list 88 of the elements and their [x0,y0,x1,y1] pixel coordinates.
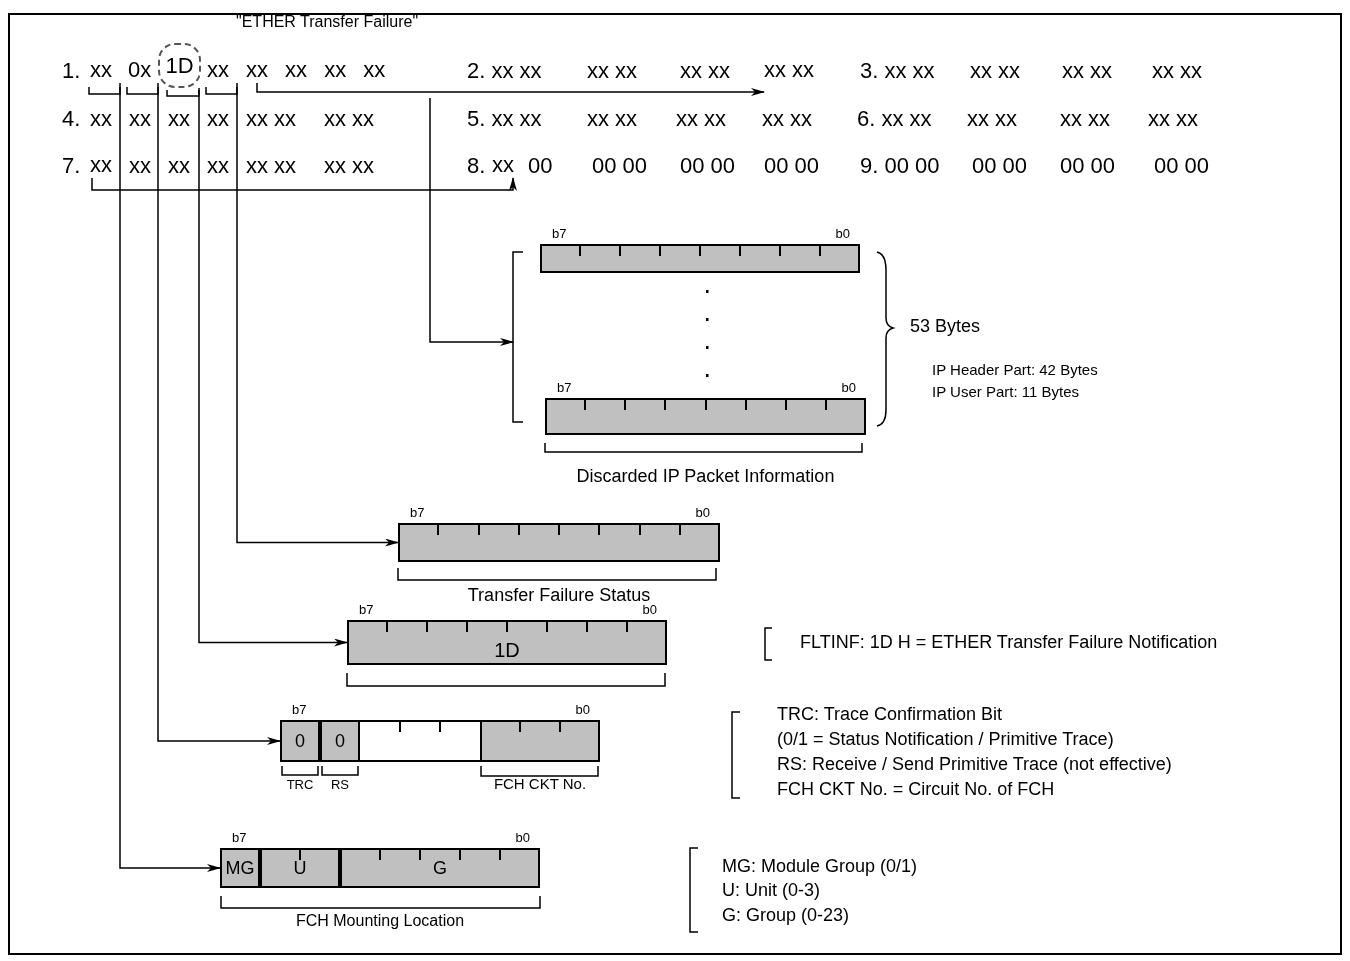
hex-bytes: xx xx [970,57,1021,85]
hex-bytes: 5. xx xx [467,105,542,133]
note-text: FCH CKT No. = Circuit No. of FCH [777,778,1055,801]
hex-bytes: 00 00 [764,152,820,180]
hex-bytes: xx xx [1148,105,1199,133]
arrow [236,82,399,547]
row-number: 8. [467,152,486,180]
hex-bytes: xx xx [1060,105,1111,133]
hex-byte: xx [90,105,112,133]
arrow [119,82,221,872]
note-text: U: Unit (0-3) [722,879,820,902]
hex-byte: xx [129,105,151,133]
arrow [256,82,765,96]
quoted-label: "ETHER Transfer Failure" [236,12,419,32]
hex-bytes: xx xx [762,105,813,133]
hex-byte: xx [207,105,229,133]
hex-bytes: xx xx [246,152,297,180]
row-number: 1. [62,57,81,85]
bit-label: b7 [557,380,572,396]
bit-label: b7 [292,702,307,718]
circled-hex-byte: 1D [158,43,201,88]
note-text: TRC: Trace Confirmation Bit [777,703,1003,726]
hex-bytes: 2. xx xx [467,57,542,85]
hex-bytes: xx xx [246,105,297,133]
bit-label: b7 [359,602,374,618]
hex-bytes: xx xx [676,105,727,133]
note-text: (0/1 = Status Notification / Primitive Trace) [777,728,1114,751]
arrow [429,97,514,346]
arrow [198,87,348,647]
hex-bytes: 00 00 [1154,152,1210,180]
bit-label: b0 [841,380,856,396]
bit-field: 0 [320,720,360,762]
bit-label: b0 [642,602,657,618]
hex-bytes: xx xx [587,105,638,133]
hex-bytes: xx xx xx xx [246,57,388,83]
field-label: RS [329,777,351,793]
hex-bytes: 00 00 [1060,152,1116,180]
hex-byte: xx [492,152,516,178]
hex-bytes: xx xx [1062,57,1113,85]
bit-label: b7 [552,226,567,242]
hex-bytes: 6. xx xx [857,105,932,133]
bit-label: b0 [575,702,590,718]
hex-bytes: xx xx [587,57,638,85]
hex-byte: 00 [528,152,553,180]
hex-bytes: xx xx [680,57,731,85]
note-text: G: Group (0-23) [722,904,850,927]
hex-bytes: xx xx [324,105,375,133]
bit-field [480,720,600,762]
size-label: 53 Bytes [910,316,981,338]
bit-label: b0 [835,226,850,242]
size-note: IP User Part: 11 Bytes [932,383,1079,401]
hex-bytes: xx [90,152,114,178]
hex-bytes: 00 00 [592,152,648,180]
field-caption: Transfer Failure Status [466,585,652,605]
row-number: 7. [62,152,81,180]
note-text: RS: Receive / Send Primitive Trace (not effective) [777,753,1172,776]
hex-byte: xx xx [764,57,820,94]
group-title: Discarded IP Packet Information [575,466,836,488]
hex-byte: xx [168,105,190,133]
field-caption: FCH Mounting Location [294,911,466,931]
hex-byte: 0x [128,57,160,83]
hex-byte: xx [90,57,122,83]
hex-bytes: xx xx [967,105,1018,133]
arrow [157,82,281,745]
note-text: MG: Module Group (0/1) [722,855,918,878]
hex-bytes: 00 00 [972,152,1028,180]
hex-byte: xx [168,152,190,180]
arrow [91,177,517,191]
field-label: FCH CKT No. [492,775,588,793]
bit-field: 0 [280,720,320,762]
field-label: TRC [285,777,315,793]
hex-byte: xx [207,57,239,83]
hex-byte: xx [207,152,229,180]
register-value: 1D [493,638,521,662]
bit-label: b0 [695,505,710,521]
hex-byte: xx [129,152,151,180]
bit-label: b7 [232,830,247,846]
hex-bytes: xx xx [324,152,375,180]
bit-label: b0 [515,830,530,846]
hex-bytes: 9. 00 00 [860,152,940,180]
hex-bytes: xx xx [1152,57,1203,85]
note-text: FLTINF: 1D H = ETHER Transfer Failure Notification [800,631,1218,654]
bit-field: U [260,848,340,888]
hex-bytes: 3. xx xx [860,57,935,85]
bit-label: b7 [410,505,425,521]
row-number: 4. [62,105,81,133]
size-note: IP Header Part: 42 Bytes [932,361,1098,379]
hex-bytes: 00 00 [680,152,736,180]
